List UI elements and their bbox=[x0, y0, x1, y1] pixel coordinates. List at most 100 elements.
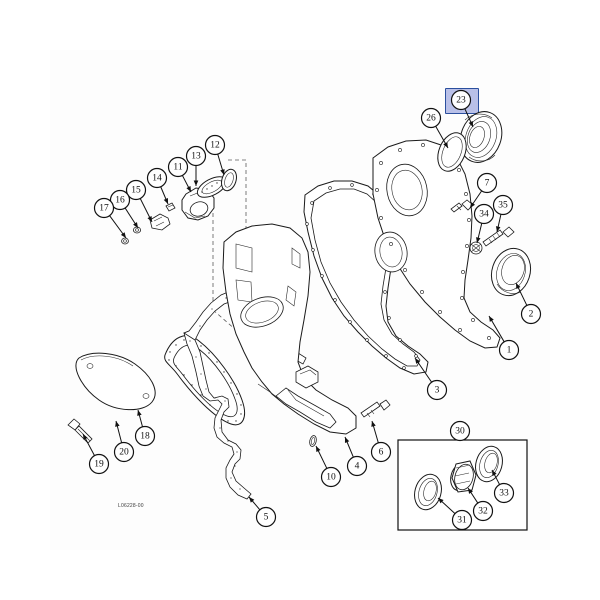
leader-arrow-4 bbox=[344, 437, 350, 443]
callout-5[interactable]: 5 bbox=[248, 496, 277, 528]
callout-number-34: 34 bbox=[479, 210, 489, 220]
callout-bubble-6[interactable] bbox=[370, 441, 392, 463]
callout-12[interactable]: 12 bbox=[204, 134, 226, 176]
callout-bubble-23[interactable] bbox=[450, 89, 472, 111]
callout-bubble-4[interactable] bbox=[346, 455, 368, 477]
callout-number-32: 32 bbox=[478, 507, 488, 517]
callout-15[interactable]: 15 bbox=[125, 179, 153, 223]
callout-32[interactable]: 32 bbox=[467, 487, 494, 522]
leader-arrow-11 bbox=[186, 186, 191, 192]
callout-bubble-5[interactable] bbox=[255, 506, 277, 528]
part-15-plug bbox=[149, 213, 171, 231]
part-17-washer bbox=[121, 237, 129, 245]
callout-number-30: 30 bbox=[455, 427, 465, 437]
callout-35[interactable]: 35 bbox=[492, 194, 514, 233]
callout-number-2: 2 bbox=[529, 310, 534, 320]
callout-bubble-10[interactable] bbox=[320, 466, 342, 488]
callout-11[interactable]: 11 bbox=[167, 156, 192, 193]
callout-18[interactable]: 18 bbox=[134, 409, 156, 447]
part-35-bolt bbox=[482, 226, 515, 247]
leader-arrow-6 bbox=[371, 421, 376, 427]
callout-number-5: 5 bbox=[264, 513, 269, 523]
callout-bubble-12[interactable] bbox=[204, 134, 226, 156]
callout-bubble-31[interactable] bbox=[451, 509, 473, 531]
part-14-pin bbox=[165, 202, 176, 212]
callout-bubble-26[interactable] bbox=[420, 107, 442, 129]
part-32-spacer bbox=[450, 460, 477, 493]
callout-bubble-16[interactable] bbox=[109, 189, 131, 211]
callout-bubble-11[interactable] bbox=[167, 156, 189, 178]
leader-arrow-26 bbox=[443, 142, 448, 148]
callout-2[interactable]: 2 bbox=[515, 282, 542, 325]
callout-bubble-30[interactable] bbox=[449, 420, 471, 442]
callout-30[interactable]: 30 bbox=[449, 420, 471, 442]
callout-bubble-3[interactable] bbox=[426, 379, 448, 401]
callout-7[interactable]: 7 bbox=[469, 172, 498, 209]
callout-bubble-18[interactable] bbox=[134, 425, 156, 447]
callout-16[interactable]: 16 bbox=[109, 189, 139, 229]
leader-arrow-14 bbox=[163, 198, 168, 204]
callout-bubble-34[interactable] bbox=[473, 203, 495, 225]
gasket-18-stipple bbox=[168, 339, 242, 422]
part-12-seal-ring bbox=[221, 168, 237, 192]
callout-bubble-19[interactable] bbox=[88, 453, 110, 475]
callout-number-10: 10 bbox=[326, 473, 336, 483]
callout-number-11: 11 bbox=[173, 163, 182, 173]
callout-bubble-14[interactable] bbox=[146, 167, 168, 189]
callout-bubble-13[interactable] bbox=[185, 145, 207, 167]
callout-number-4: 4 bbox=[355, 462, 360, 472]
leader-arrow-18 bbox=[137, 410, 142, 416]
callout-number-20: 20 bbox=[119, 448, 129, 458]
callout-bubble-17[interactable] bbox=[93, 197, 115, 219]
callout-number-7: 7 bbox=[485, 179, 490, 189]
callout-4[interactable]: 4 bbox=[344, 436, 368, 477]
leader-arrow-5 bbox=[249, 497, 255, 503]
callout-26[interactable]: 26 bbox=[420, 107, 449, 149]
callout-33[interactable]: 33 bbox=[491, 469, 515, 504]
leader-arrow-13 bbox=[193, 180, 199, 186]
leader-arrow-16 bbox=[133, 222, 138, 228]
callout-19[interactable]: 19 bbox=[82, 433, 110, 475]
part-19-bolt bbox=[67, 418, 93, 444]
callout-number-18: 18 bbox=[140, 432, 150, 442]
callout-3[interactable]: 3 bbox=[414, 357, 448, 401]
callout-14[interactable]: 14 bbox=[146, 167, 169, 205]
part-10-oring bbox=[309, 435, 317, 447]
part-4-housing-bracket bbox=[222, 223, 357, 435]
callout-bubble-7[interactable] bbox=[476, 172, 498, 194]
callout-23[interactable]: 23 bbox=[450, 89, 474, 128]
drawing-reference-code: L06228-00 bbox=[118, 503, 144, 509]
callout-bubble-1[interactable] bbox=[498, 339, 520, 361]
callout-13[interactable]: 13 bbox=[185, 145, 207, 187]
callout-number-31: 31 bbox=[457, 516, 467, 526]
callout-number-26: 26 bbox=[426, 114, 436, 124]
callout-bubble-35[interactable] bbox=[492, 194, 514, 216]
callout-number-17: 17 bbox=[99, 204, 109, 214]
part-1-gear-cover bbox=[372, 139, 501, 349]
callout-bubble-32[interactable] bbox=[472, 500, 494, 522]
callout-bubble-33[interactable] bbox=[493, 482, 515, 504]
callout-number-15: 15 bbox=[131, 186, 141, 196]
callout-number-14: 14 bbox=[152, 174, 162, 184]
callout-10[interactable]: 10 bbox=[315, 445, 342, 488]
callout-1[interactable]: 1 bbox=[488, 315, 520, 361]
leader-arrow-12 bbox=[220, 169, 225, 175]
callout-31[interactable]: 31 bbox=[437, 497, 473, 531]
leader-arrow-10 bbox=[316, 446, 321, 452]
leader-arrow-31 bbox=[438, 498, 444, 504]
leader-arrow-32 bbox=[468, 488, 473, 494]
callout-bubble-20[interactable] bbox=[113, 441, 135, 463]
callout-number-13: 13 bbox=[191, 152, 201, 162]
callout-17[interactable]: 17 bbox=[93, 197, 127, 239]
leader-arrow-3 bbox=[415, 358, 421, 364]
leader-arrow-19 bbox=[83, 434, 88, 440]
callout-34[interactable]: 34 bbox=[473, 203, 495, 244]
callout-number-19: 19 bbox=[94, 460, 104, 470]
gasket-5-stipple bbox=[189, 340, 241, 490]
callout-bubble-15[interactable] bbox=[125, 179, 147, 201]
callout-bubble-2[interactable] bbox=[520, 303, 542, 325]
part-34-plug bbox=[469, 241, 483, 255]
callout-20[interactable]: 20 bbox=[113, 420, 135, 463]
callout-6[interactable]: 6 bbox=[370, 420, 392, 463]
